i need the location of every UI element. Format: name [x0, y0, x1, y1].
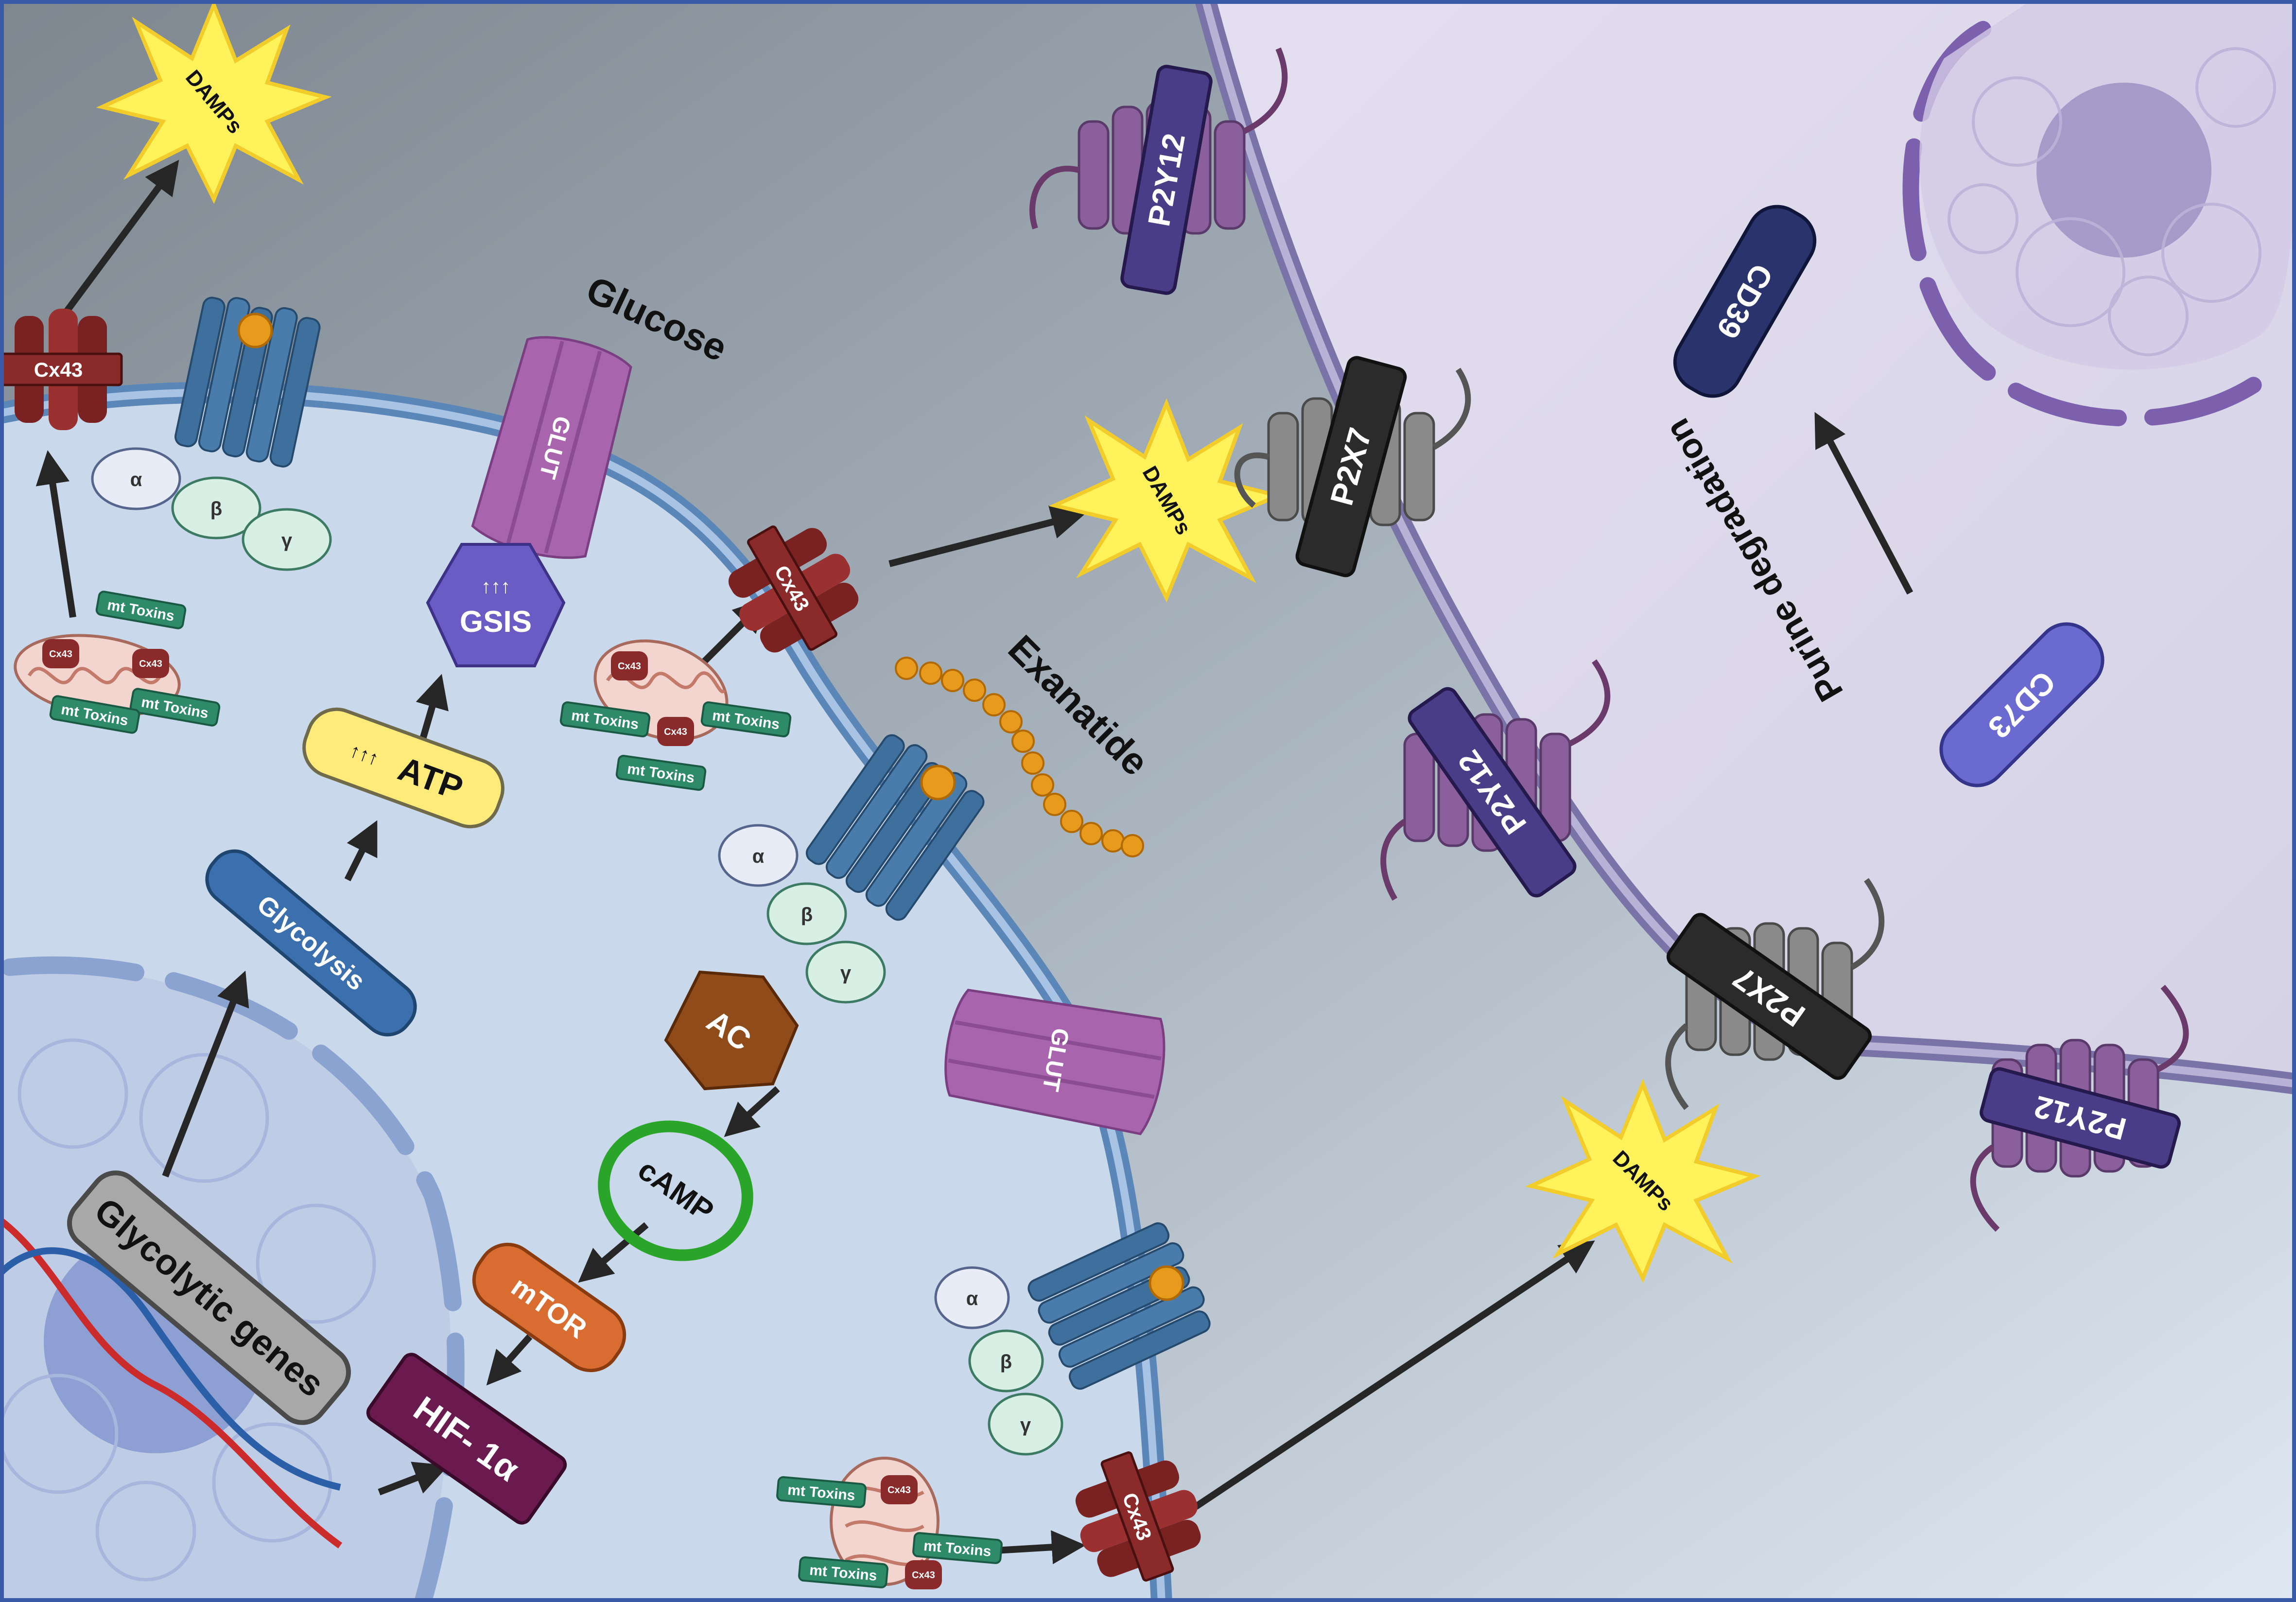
- arrows: [35, 159, 1913, 1565]
- mt-toxins-tag: mt Toxins: [776, 1476, 867, 1508]
- cx43-label: Cx43: [49, 649, 72, 660]
- g-gamma-label: γ: [1020, 1414, 1031, 1436]
- atp-node: ↑↑↑ ATP: [302, 707, 504, 829]
- cx43-label: Cx43: [139, 659, 162, 669]
- damps-burst-2: DAMPs: [1048, 398, 1285, 603]
- g-beta-label: β: [801, 904, 813, 925]
- cx43-label: Cx43: [34, 358, 83, 381]
- gsis-node: ↑↑↑ GSIS: [426, 543, 566, 667]
- ac-node: AC: [664, 970, 799, 1091]
- glut-transporter-1: GLUT: [471, 336, 632, 559]
- mt-toxins-tag: mt Toxins: [559, 701, 651, 737]
- cx43-channel-2: Cx43: [728, 525, 859, 653]
- gsis-up-arrows: ↑↑↑: [481, 576, 510, 597]
- cx43-label: Cx43: [618, 661, 641, 672]
- p2x7-receptor-2: P2X7: [1665, 878, 1885, 1110]
- immune-cell-nucleus: [1902, 0, 2296, 427]
- cx43-channel-3: Cx43: [1075, 1451, 1201, 1582]
- gpcr-complex-1: α β γ: [91, 296, 332, 571]
- cx43-channel-1: Cx43: [0, 309, 123, 430]
- g-gamma-label: γ: [840, 962, 852, 984]
- mt-toxins-tag: mt Toxins: [700, 701, 792, 737]
- cx43-label: Cx43: [664, 727, 687, 737]
- p2y12-receptor-1: P2Y12: [1029, 47, 1288, 295]
- g-gamma-label: γ: [281, 530, 293, 551]
- mt-toxins-tag: mt Toxins: [798, 1556, 888, 1588]
- exenatide-peptide: [895, 657, 1144, 857]
- damps-burst-3: DAMPs: [1525, 1079, 1761, 1283]
- p2x7-receptor-1: P2X7: [1234, 356, 1471, 577]
- g-alpha-label: α: [966, 1288, 978, 1309]
- cx43-label: Cx43: [912, 1570, 935, 1581]
- damps-burst-1: DAMPs: [96, 0, 332, 204]
- mt-toxins-tag: mt Toxins: [129, 688, 221, 727]
- gsis-label: GSIS: [460, 605, 532, 639]
- cx43-label: Cx43: [887, 1485, 911, 1496]
- g-beta-label: β: [1000, 1351, 1012, 1373]
- cd39-enzyme: CD39: [1673, 205, 1817, 398]
- p2y12-receptor-2: P2Y12: [1380, 659, 1611, 901]
- mt-toxins-tag: mt Toxins: [615, 755, 707, 791]
- gpcr-complex-2: α β γ: [718, 734, 985, 1004]
- g-beta-label: β: [210, 498, 222, 520]
- g-alpha-label: α: [130, 469, 142, 490]
- p2y12-receptor-3: P2Y12: [1970, 985, 2189, 1232]
- glut-transporter-2: GLUT: [944, 989, 1165, 1135]
- mt-toxins-tag: mt Toxins: [912, 1532, 1003, 1564]
- g-alpha-label: α: [752, 846, 765, 867]
- gpcr-complex-3: α β γ: [934, 1222, 1211, 1456]
- dna-helix: [0, 1217, 343, 1549]
